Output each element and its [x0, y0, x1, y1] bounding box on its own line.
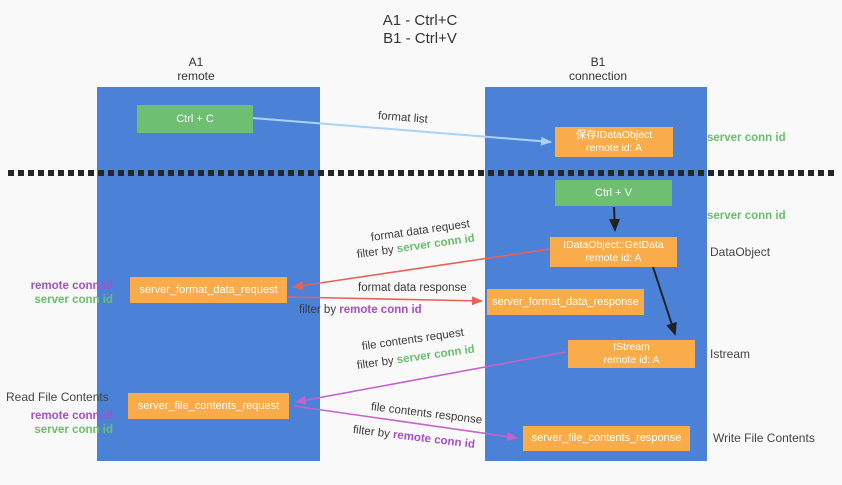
remote-conn-id-text: remote conn id — [339, 304, 422, 316]
node-server-file-contents-response: server_file_contents_response — [523, 426, 690, 451]
node-server-format-data-response: server_format_data_response — [487, 289, 644, 315]
node-idataobject-getdata-line2: remote id: A — [585, 252, 642, 264]
label-server-conn-id-mid: server conn id — [707, 210, 786, 222]
lane-a1-subtitle: remote — [177, 69, 215, 83]
node-server-file-contents-request: server_file_contents_request — [128, 393, 289, 419]
lane-header-b1: B1 connection — [538, 55, 658, 83]
node-server-format-data-request: server_format_data_request — [130, 277, 287, 303]
node-server-format-data-response-label: server_format_data_response — [492, 295, 639, 308]
node-server-format-data-request-label: server_format_data_request — [139, 283, 278, 296]
remote-conn-id-text: remote conn id — [392, 428, 476, 451]
node-server-file-contents-request-label: server_file_contents_request — [137, 399, 280, 412]
node-server-file-contents-response-label: server_file_contents_response — [531, 432, 682, 444]
node-ctrl-c: Ctrl + C — [137, 105, 253, 133]
page-title-line1: A1 - Ctrl+C — [382, 12, 458, 29]
node-ctrl-c-label: Ctrl + C — [176, 112, 214, 125]
filter-by-text: filter by — [356, 354, 398, 372]
label-server-conn-id-top: server conn id — [707, 132, 786, 144]
lane-b1-title: B1 — [590, 55, 606, 69]
node-istream-line1: IStream — [613, 341, 650, 353]
filter-by-text: filter by — [356, 243, 398, 261]
node-ctrl-v-label: Ctrl + V — [595, 186, 632, 199]
server-conn-id-text: server conn id — [396, 343, 476, 367]
label-format-list: format list — [377, 110, 429, 126]
node-ctrl-v: Ctrl + V — [555, 180, 672, 206]
label-filter-format-response: filter by remote conn id — [299, 304, 422, 316]
node-save-dataobject-line1: 保存IDataObject — [575, 129, 653, 141]
page-title: A1 - Ctrl+C B1 - Ctrl+V — [320, 12, 520, 48]
lane-a1-title: A1 — [188, 55, 204, 69]
node-save-dataobject: 保存IDataObject remote id: A — [555, 127, 673, 157]
node-istream-line2: remote id: A — [603, 354, 660, 366]
node-idataobject-getdata-line1: IDataObject::GetData — [563, 239, 664, 251]
page-title-line2: B1 - Ctrl+V — [383, 30, 457, 47]
label-stack-format-request: remote conn id server conn id — [10, 279, 113, 307]
label-remote-conn-id: remote conn id — [30, 280, 113, 292]
node-istream: IStream remote id: A — [568, 340, 695, 368]
label-dataobject: DataObject — [710, 245, 771, 259]
filter-by-text: filter by — [299, 304, 340, 316]
lane-header-a1: A1 remote — [136, 55, 256, 83]
label-filter-file-response: filter by remote conn id — [352, 424, 475, 451]
label-format-data-response: format data response — [358, 282, 467, 294]
label-file-contents-response: file contents response — [370, 401, 483, 427]
label-server-conn-id: server conn id — [34, 294, 113, 306]
label-istream: Istream — [710, 347, 751, 361]
label-stack-file-request: remote conn id server conn id — [10, 409, 113, 437]
label-remote-conn-id: remote conn id — [30, 410, 113, 422]
node-save-dataobject-line2: remote id: A — [585, 142, 643, 154]
label-write-file-contents: Write File Contents — [713, 431, 815, 445]
filter-by-text: filter by — [352, 424, 394, 441]
lane-b1-subtitle: connection — [568, 69, 628, 83]
node-idataobject-getdata: IDataObject::GetData remote id: A — [550, 237, 677, 267]
label-read-file-contents: Read File Contents — [6, 390, 109, 404]
dotted-separator-line — [8, 170, 835, 176]
label-server-conn-id: server conn id — [34, 424, 113, 436]
